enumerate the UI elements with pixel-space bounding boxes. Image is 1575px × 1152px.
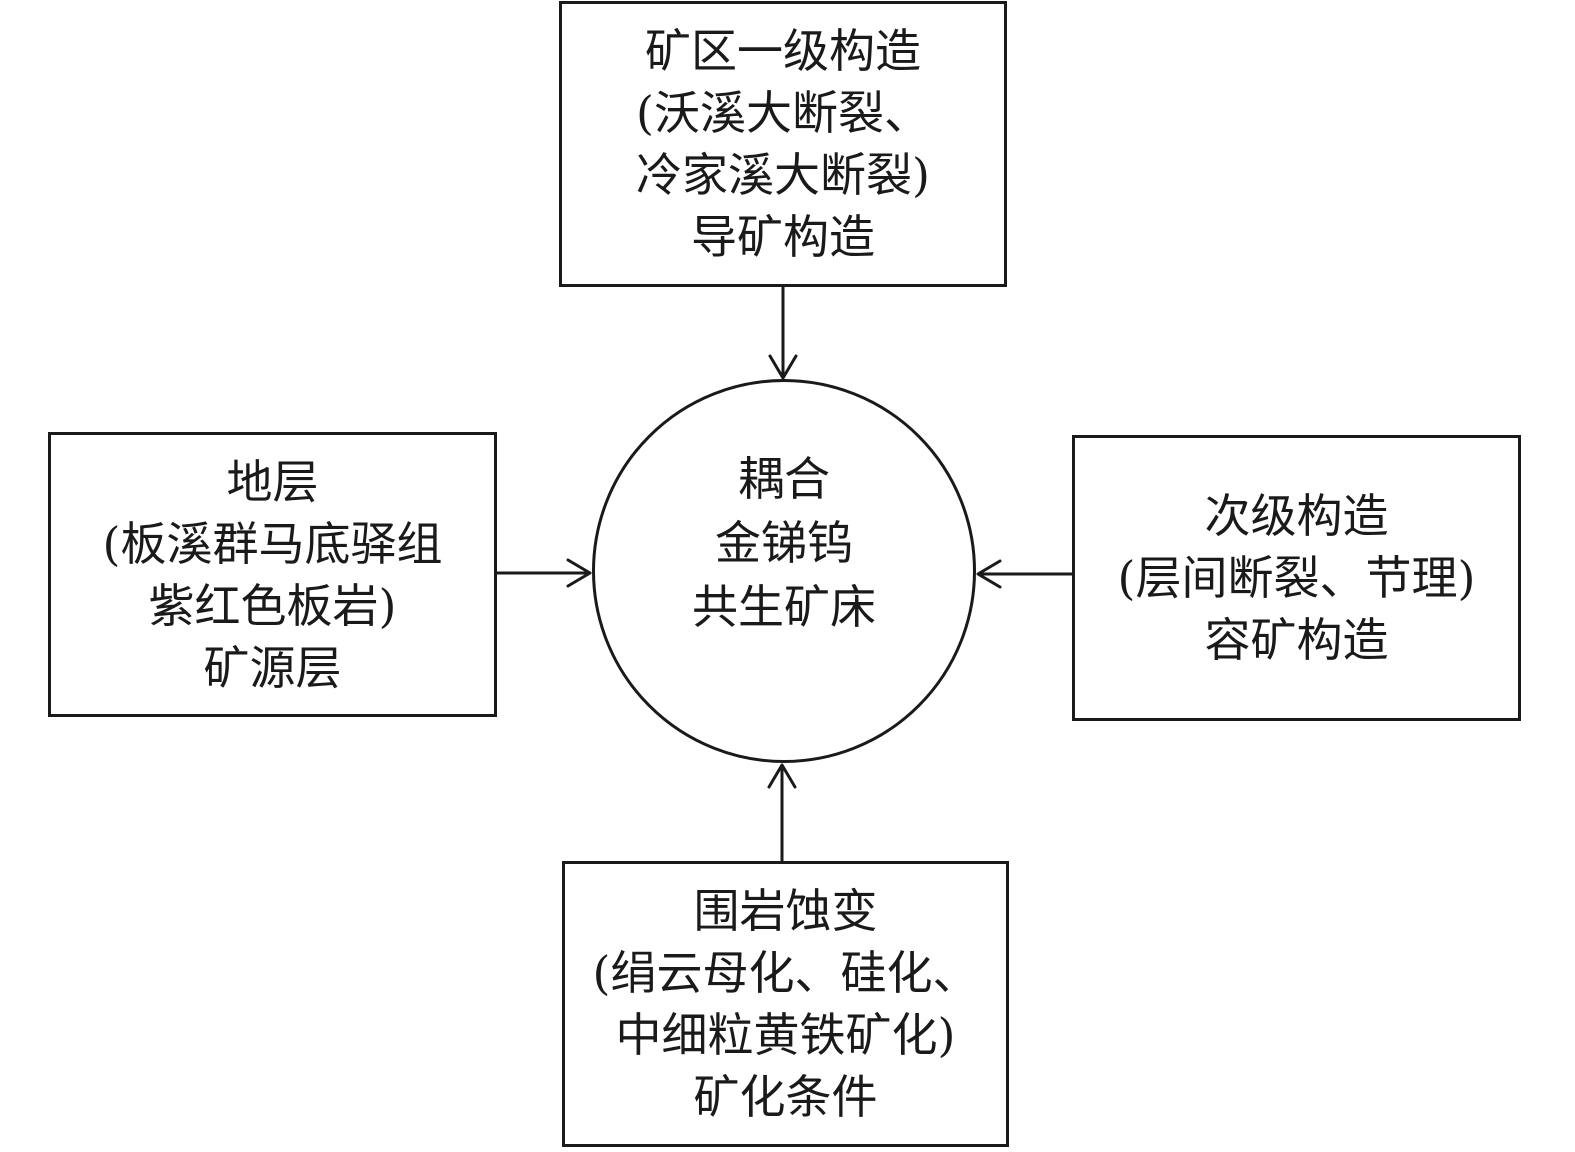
arrow-top-to-center	[768, 285, 798, 380]
box-text-line: 地层	[226, 454, 319, 509]
box-text-line: 矿源层	[203, 640, 342, 695]
box-text-line: 冷家溪大断裂)	[636, 148, 930, 202]
arrow-left-to-center	[495, 558, 592, 588]
center-text-line: 金锑钨	[715, 516, 853, 570]
center-text-group: 耦合 金锑钨 共生矿床	[692, 447, 876, 639]
box-text-line: 矿区一级构造	[645, 24, 921, 78]
center-text-line: 共生矿床	[692, 580, 876, 634]
box-text-line: 矿化条件	[693, 1070, 878, 1124]
box-text-line: (板溪群马底驿组	[102, 516, 443, 571]
box-text-line: (沃溪大断裂、	[636, 86, 930, 140]
box-text-line: 中细粒黄铁矿化)	[615, 1008, 956, 1062]
box-text-line: 导矿构造	[691, 210, 875, 264]
mineralization-condition-box: 围岩蚀变 (绢云母化、硅化、 中细粒黄铁矿化) 矿化条件	[562, 861, 1009, 1147]
coupled-ore-deposit-circle: 耦合 金锑钨 共生矿床	[592, 379, 976, 763]
ore-hosting-structure-box: 次级构造 (层间断裂、节理) 容矿构造	[1072, 435, 1521, 721]
box-text-line: 紫红色板岩)	[148, 578, 397, 633]
box-text-line: 容矿构造	[1204, 613, 1389, 667]
box-text-line: 次级构造	[1204, 489, 1389, 543]
arrow-bottom-to-center	[767, 763, 797, 863]
ore-source-stratum-box: 地层 (板溪群马底驿组 紫红色板岩) 矿源层	[48, 432, 497, 717]
box-text-line: (绢云母化、硅化、	[592, 946, 979, 1000]
box-text-line: (层间断裂、节理)	[1117, 551, 1476, 605]
center-text-line: 耦合	[738, 452, 830, 506]
box-text-line: 围岩蚀变	[693, 884, 878, 938]
ore-guiding-structure-box: 矿区一级构造 (沃溪大断裂、 冷家溪大断裂) 导矿构造	[559, 1, 1007, 287]
arrow-right-to-center	[976, 559, 1074, 589]
